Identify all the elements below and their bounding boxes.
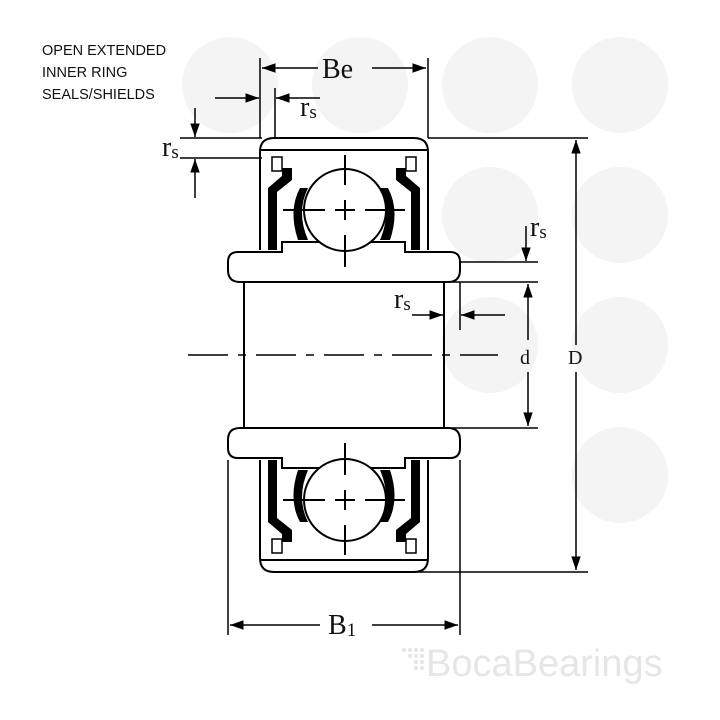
dimension-lines bbox=[180, 58, 588, 635]
bearing-bottom-section bbox=[227, 427, 461, 573]
label-outer-diameter: D bbox=[568, 347, 582, 369]
bearing-type-note: OPEN EXTENDED INNER RING SEALS/SHIELDS bbox=[42, 40, 166, 106]
note-line: SEALS/SHIELDS bbox=[42, 87, 155, 103]
label-rs-left: rs bbox=[162, 132, 179, 163]
bearing-top-section bbox=[227, 137, 461, 283]
logo-text: BocaBearings bbox=[426, 643, 663, 685]
note-line: OPEN EXTENDED bbox=[42, 43, 167, 59]
label-b1: B1 bbox=[328, 610, 356, 641]
label-be: Be bbox=[322, 54, 353, 85]
bocabearings-logo: BocaBearings bbox=[401, 643, 663, 685]
label-rs-middle: rs bbox=[394, 284, 411, 315]
note-line: INNER RING bbox=[42, 65, 128, 81]
label-rs-right: rs bbox=[530, 212, 547, 243]
label-bore-diameter: d bbox=[520, 347, 530, 369]
label-rs-top: rs bbox=[300, 92, 317, 123]
